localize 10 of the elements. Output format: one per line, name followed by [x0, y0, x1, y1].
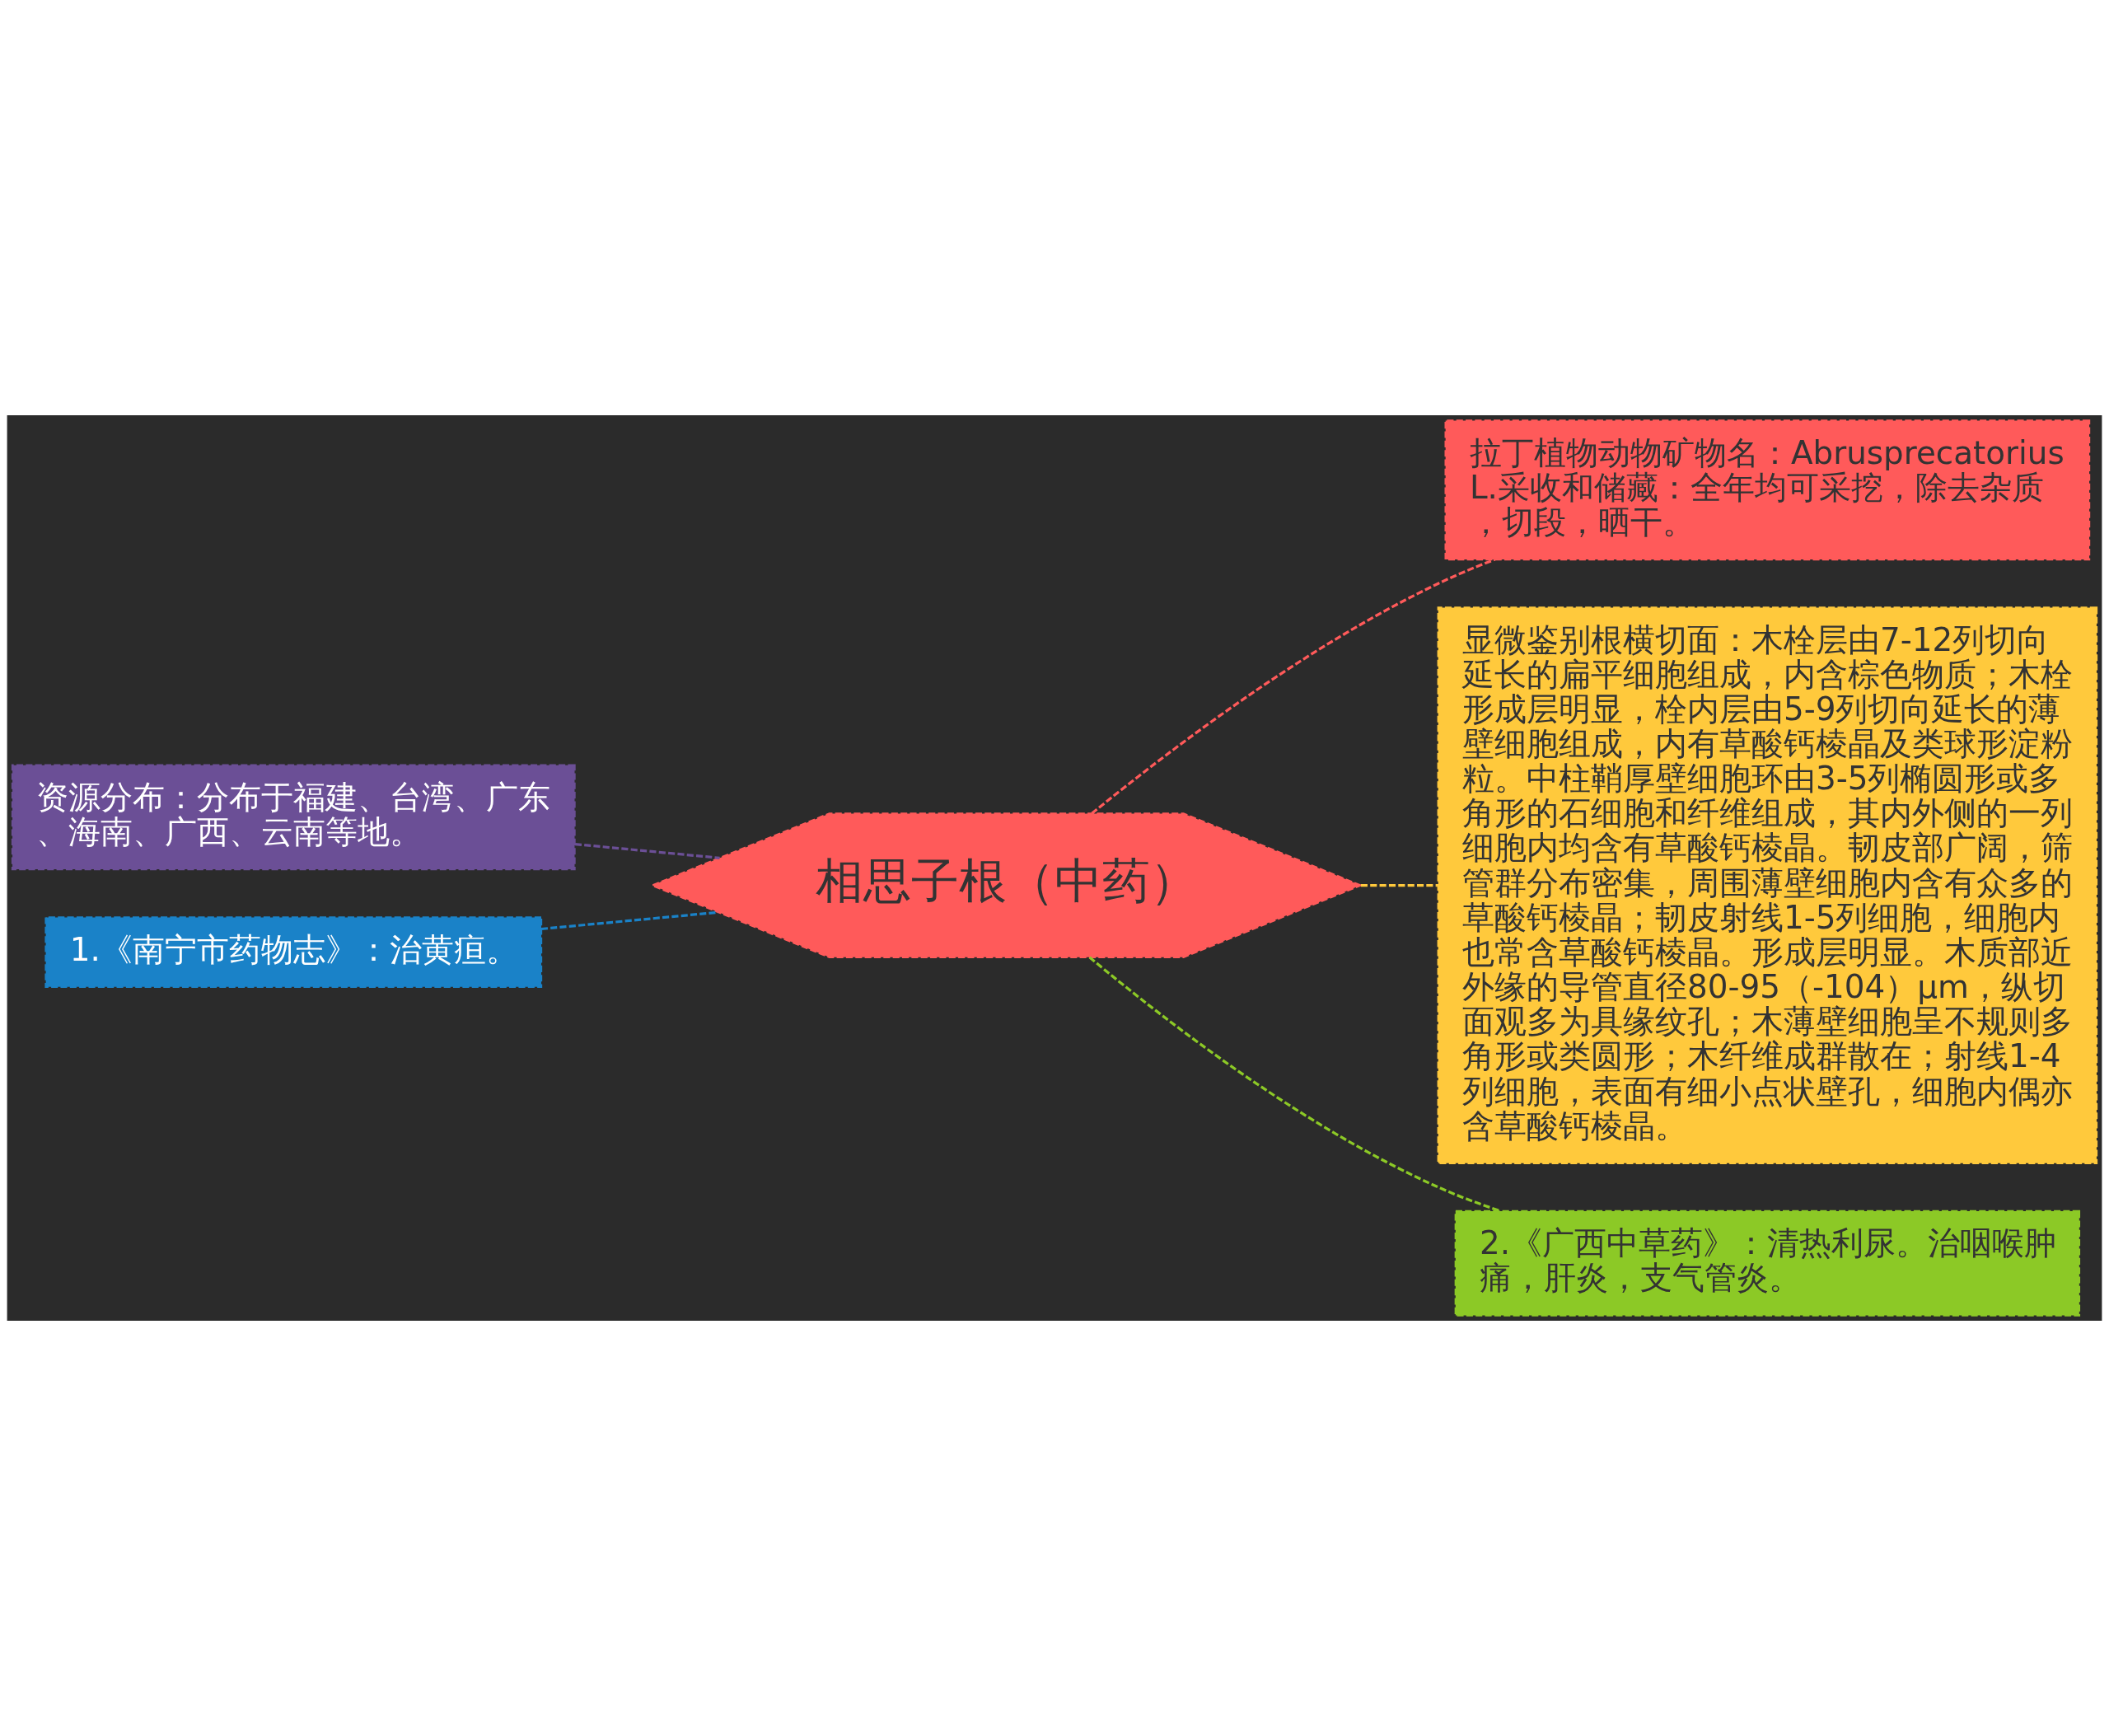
- node-box: 1.《南宁市药物志》：治黄疸。: [44, 916, 543, 988]
- node-box: 2.《广西中草药》：清热利尿。治咽喉肿痛，肝炎，支气管炎。: [1454, 1210, 2081, 1317]
- node-box: 拉丁植物动物矿物名：AbrusprecatoriusL.采收和储藏：全年均可采挖，除去杂质，切段，晒干。: [1444, 419, 2091, 561]
- connector: [540, 910, 718, 931]
- node-box: 显微鉴别根横切面：木栓层由7-12列切向延长的扁平细胞组成，内含棕色物质；木栓形成层明显，栓内层由5-9列切向延长的薄壁细胞组成，内有草酸钙棱晶及类球形淀粉粒。中柱鞘厚壁细胞环由3-5列椭圆形或多角形的石细胞和纤维组成，其内外侧的一列细胞内均含有草酸钙棱晶。韧皮部广阔，筛管群分布密集，周围薄壁细胞内含有众多的草酸钙棱晶；韧皮射线1-5列细胞，细胞内也常含草酸钙棱晶。形成层明显。木质部近外缘的导管直径80-95（-104）μm，纵切面观多为具缘纹孔；木薄壁细胞呈不规则多角形或类圆形；木纤维成群散在；射线1-4列细胞，表面有细小点状壁孔，细胞内偶亦含草酸钙棱晶。: [1437, 606, 2098, 1164]
- connector: [1360, 883, 1438, 887]
- connector: [1088, 956, 1502, 1213]
- node-box: 资源分布：分布于福建、台湾、广东、海南、广西、云南等地。: [11, 764, 576, 871]
- connector: [574, 842, 720, 859]
- connector: [1091, 558, 1496, 815]
